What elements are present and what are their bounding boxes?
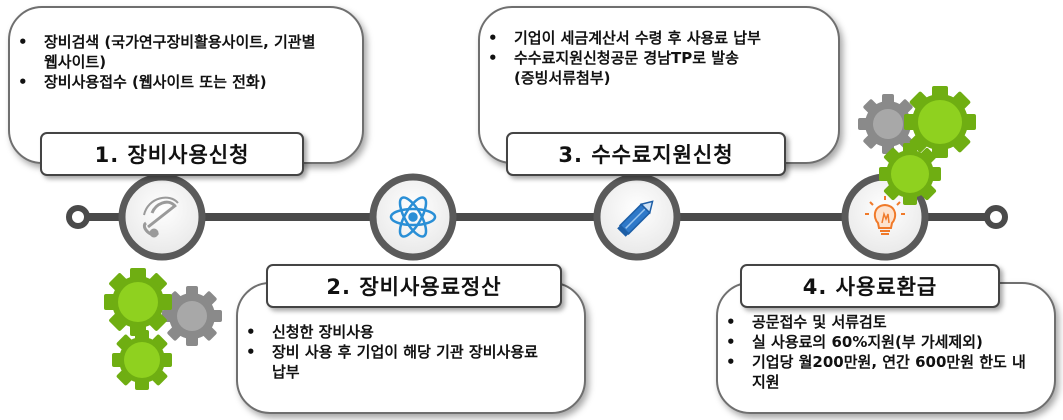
- gear-green-large: [104, 268, 172, 336]
- step-1-item: 장비검색 (국가연구장비활용사이트, 기관별 웹사이트): [10, 32, 324, 72]
- step-2-node: [369, 173, 457, 261]
- bell-icon: [143, 196, 179, 238]
- step-4-item: 실 사용료의 60%지원(부 가세제외): [718, 332, 1037, 352]
- step-4-item: 기업당 월200만원, 연간 600만원 한도 내 지원: [718, 352, 1037, 392]
- step-3-node: [593, 173, 681, 261]
- gear-gray: [162, 286, 222, 346]
- gears-icon: [858, 86, 976, 205]
- step-1-title: 1. 장비사용신청: [40, 132, 304, 176]
- step-2-title: 2. 장비사용료정산: [266, 264, 562, 308]
- gears-icon: [104, 268, 222, 390]
- gear-green-small: [879, 143, 941, 205]
- step-1-node: [118, 173, 206, 261]
- step-4-title: 4. 사용료환급: [740, 264, 1000, 308]
- gear-gray: [858, 94, 918, 154]
- lightbulb-icon: [865, 196, 905, 235]
- timeline-start-dot: [66, 205, 90, 229]
- timeline-end-dot: [984, 205, 1008, 229]
- step-4-item: 공문접수 및 서류검토: [718, 312, 1037, 332]
- step-1-item: 장비사용접수 (웹사이트 또는 전화): [10, 72, 324, 92]
- pencil-icon: [617, 200, 654, 237]
- gear-green-large: [904, 86, 976, 158]
- step-3-title: 3. 수수료지원신청: [506, 132, 786, 176]
- gear-green-small: [112, 330, 172, 390]
- step-2-item: 신청한 장비사용: [238, 322, 562, 342]
- step-3-item: 수수료지원신청공문 경남TP로 발송 (증빙서류첨부): [480, 48, 744, 88]
- step-3-item: 기업이 세금계산서 수령 후 사용료 납부: [480, 28, 774, 48]
- step-2-item: 장비 사용 후 기업이 해당 기관 장비사용료 납부: [238, 342, 552, 382]
- atom-icon: [389, 196, 437, 238]
